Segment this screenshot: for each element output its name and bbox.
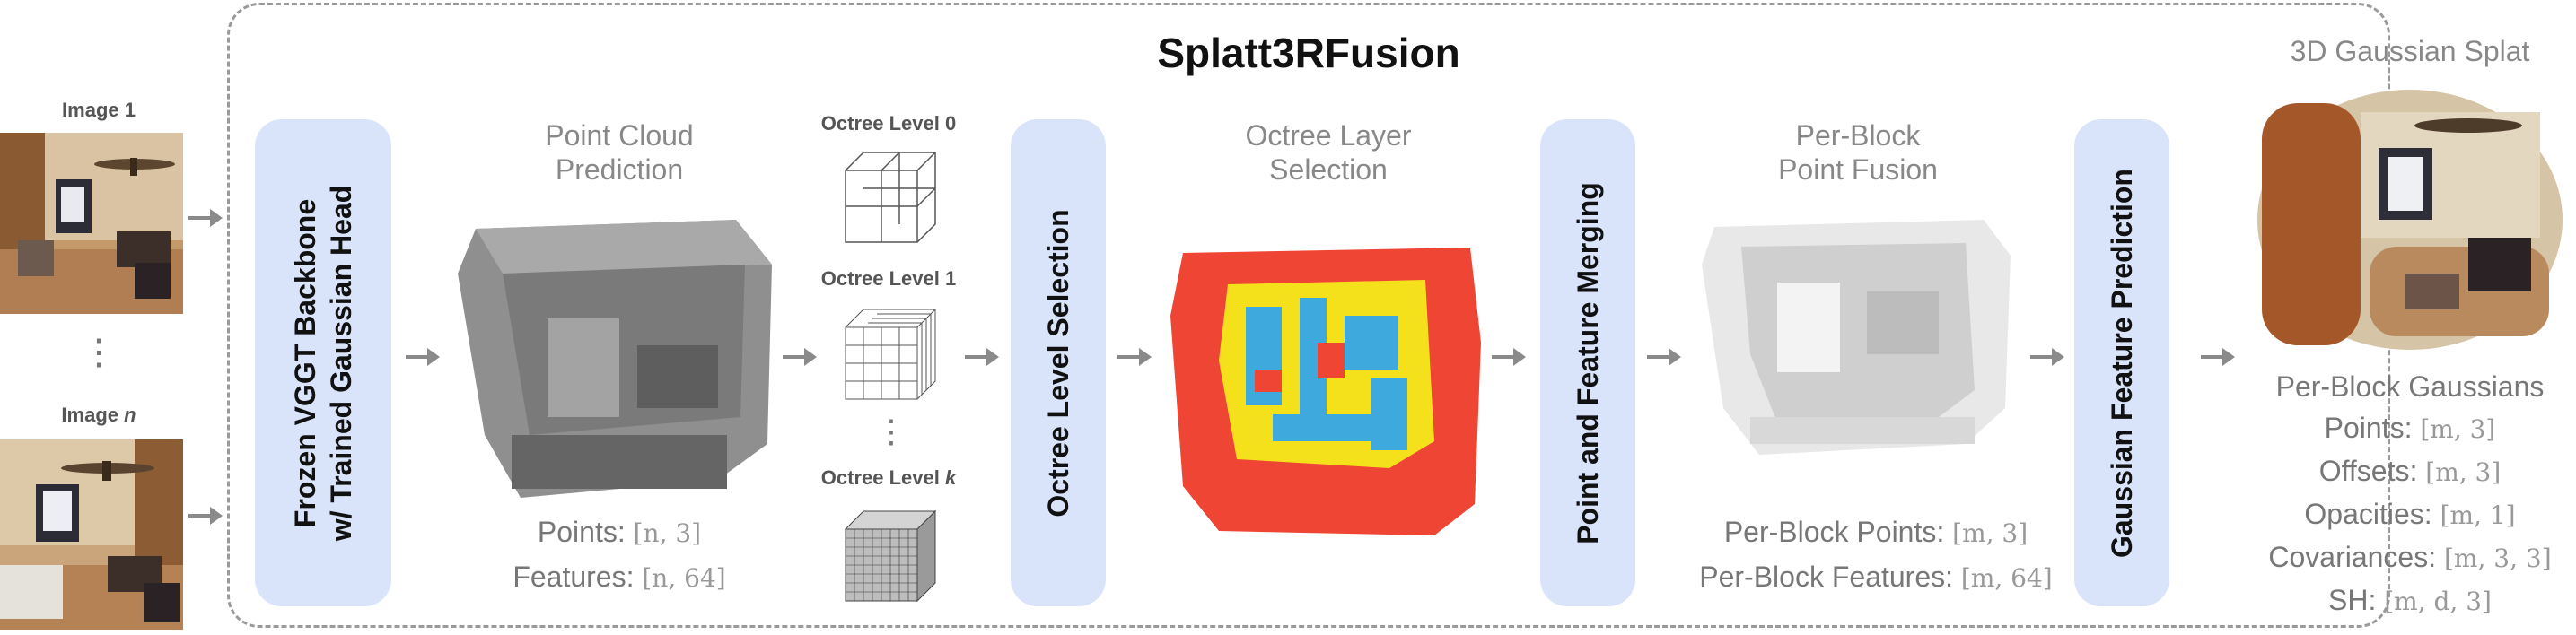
gaussians-sh: SH: [m, d, 3]: [2328, 584, 2492, 616]
image-n-label: Image n: [61, 404, 136, 426]
gaussian-feature-prediction-label: Gaussian Feature Prediction: [2106, 168, 2138, 558]
arrow-image1-to-backbone: [188, 209, 223, 227]
backbone-label: Frozen VGGT Backbone w/ Trained Gaussian…: [289, 185, 357, 541]
octree-level-0-cube: [837, 144, 944, 251]
image-1-label: Image 1: [62, 99, 136, 121]
pointcloud-features-label: Features: [n, 64]: [513, 561, 726, 593]
arrow-levelselect-to-layer: [1117, 348, 1152, 366]
gaussians-offsets: Offsets: [m, 3]: [2318, 455, 2502, 487]
arrow-to-output: [2201, 348, 2235, 366]
arrow-octree-to-levelselect: [965, 348, 999, 366]
octree-level-k-cube: [837, 502, 944, 610]
gaussian-feature-prediction-block: Gaussian Feature Prediction: [2074, 119, 2169, 606]
octree-level-1-label: Octree Level 1: [820, 267, 957, 290]
arrow-fusion-to-gaussian: [2030, 348, 2064, 366]
pointcloud-title: Point Cloud Prediction: [545, 119, 694, 186]
gaussians-points: Points: [m, 3]: [2324, 412, 2496, 444]
output-title: 3D Gaussian Splat: [2290, 35, 2530, 67]
arrow-merging-to-fusion: [1647, 348, 1681, 366]
layer-selection-title: Octree Layer Selection: [1245, 119, 1412, 186]
gaussians-title: Per-Block Gaussians: [2275, 370, 2545, 403]
octree-level-0-label: Octree Level 0: [820, 112, 957, 135]
fusion-features-label: Per-Block Features: [m, 64]: [1699, 561, 2053, 593]
backbone-block: Frozen VGGT Backbone w/ Trained Gaussian…: [255, 119, 391, 606]
point-feature-merging-block: Point and Feature Merging: [1540, 119, 1635, 606]
octree-level-1-cube: [837, 300, 944, 408]
arrow-imagen-to-backbone: [188, 507, 223, 525]
input-image-1: [0, 133, 183, 314]
octree-ellipsis: ⋮: [875, 413, 907, 449]
images-ellipsis: ⋮: [81, 333, 117, 372]
point-fusion-title: Per-Block Point Fusion: [1778, 119, 1938, 186]
point-feature-merging-label: Point and Feature Merging: [1572, 181, 1604, 544]
gaussians-list: Per-Block Gaussians Points: [m, 3] Offse…: [2244, 366, 2576, 622]
point-cloud-render: [449, 211, 790, 507]
octree-level-selection-block: Octree Level Selection: [1011, 119, 1106, 606]
pointcloud-points-label: Points: [n, 3]: [537, 516, 702, 548]
diagram-title: Splatt3RFusion: [1157, 30, 1460, 76]
arrow-pointcloud-to-octree: [783, 348, 817, 366]
octree-layer-render: [1165, 235, 1488, 540]
gaussians-opacities: Opacities: [m, 1]: [2304, 498, 2516, 530]
gaussian-splat-render: [2253, 85, 2567, 354]
octree-level-selection-label: Octree Level Selection: [1042, 208, 1074, 518]
arrow-layer-to-merging: [1492, 348, 1526, 366]
octree-level-k-label: Octree Level k: [820, 466, 957, 489]
gaussians-covariances: Covariances: [m, 3, 3]: [2268, 541, 2552, 573]
input-image-n: [0, 439, 183, 630]
arrow-backbone-to-pointcloud: [406, 348, 440, 366]
fusion-points-label: Per-Block Points: [m, 3]: [1723, 516, 2028, 548]
fused-point-render: [1696, 211, 2020, 462]
